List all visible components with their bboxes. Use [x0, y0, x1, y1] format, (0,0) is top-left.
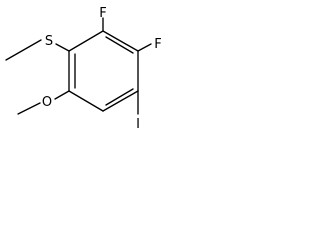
bond-c6-s: [55, 43, 70, 52]
ring-bond-c1-c2-inner: [105, 36, 134, 54]
ring-bond-c1-c2: [102, 30, 139, 52]
bond-c5-o: [54, 90, 70, 100]
atom-label-iodine: I: [136, 117, 140, 132]
ring-bond-c3-c4-inner: [105, 88, 134, 106]
ring-bond-c4-c5: [68, 90, 104, 112]
atom-label-oxygen: O: [42, 95, 52, 110]
bond-c2-f: [137, 43, 152, 52]
bond-o-methyl: [17, 102, 41, 115]
molecule-structure: F F S I O: [5, 6, 162, 132]
atom-label-fluorine-top: F: [99, 6, 106, 21]
ring-bond-c6-c1: [68, 30, 104, 52]
ring-bond-c3-c4: [102, 90, 139, 112]
bond-s-methyl: [5, 39, 42, 61]
atom-label-fluorine-right: F: [154, 37, 161, 52]
atom-label-sulfur: S: [45, 34, 53, 49]
substituent-bonds: [5, 17, 152, 115]
ring-bonds: [68, 30, 139, 112]
atom-labels: F F S I O: [42, 6, 162, 132]
